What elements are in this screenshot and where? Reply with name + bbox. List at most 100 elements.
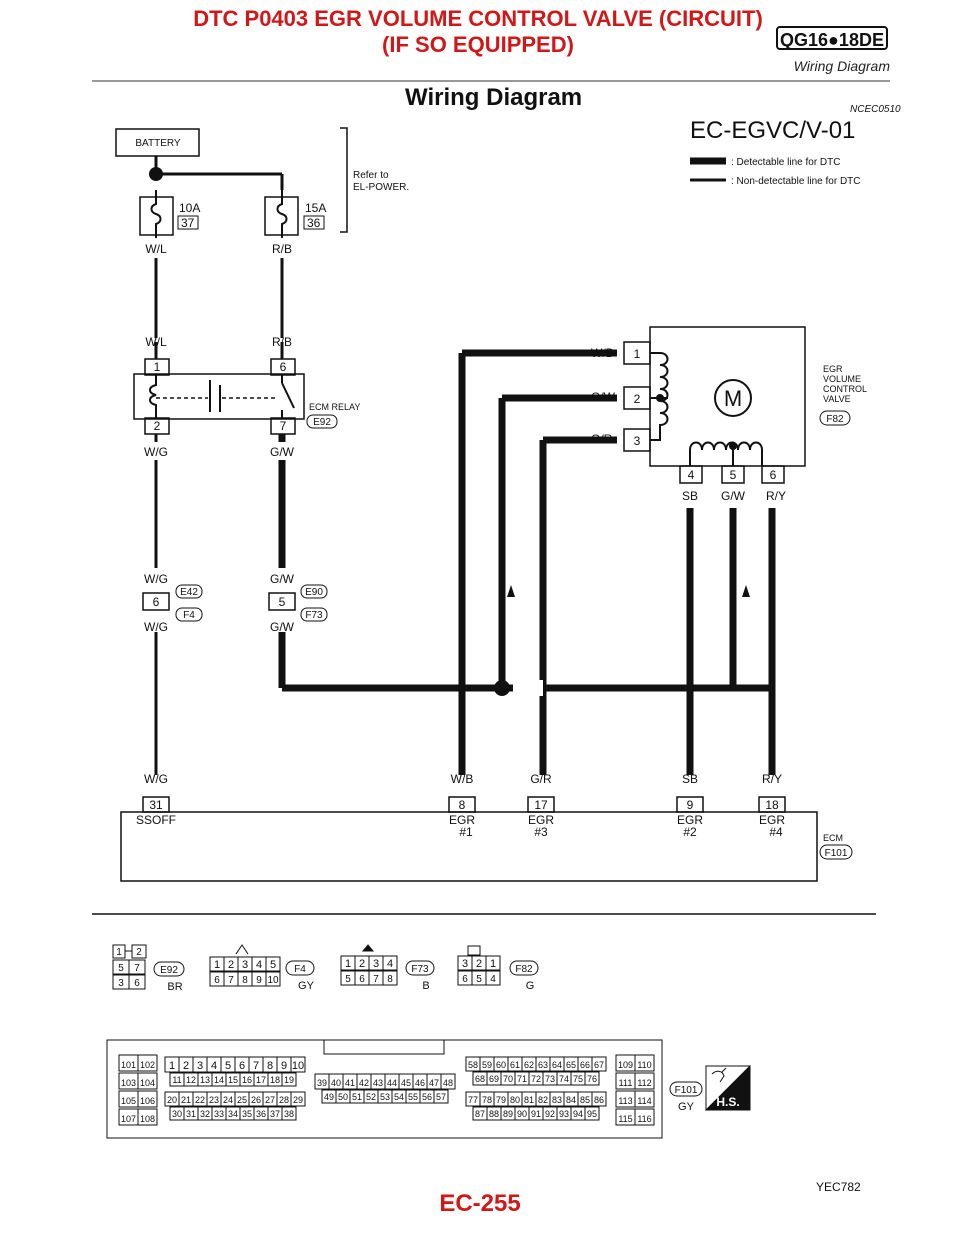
connector-pin-label: 15 bbox=[228, 1075, 238, 1085]
connector-cell bbox=[137, 1090, 158, 1108]
connector-cell bbox=[485, 955, 501, 971]
relay-coil bbox=[149, 375, 157, 418]
connector-pin-label: 110 bbox=[637, 1060, 651, 1070]
connector-pin-label: 5 bbox=[118, 963, 124, 974]
connector-pin-label: 7 bbox=[228, 975, 234, 986]
connector-pin-label: 116 bbox=[637, 1114, 651, 1124]
connector-pin-label: 2 bbox=[476, 958, 482, 970]
connector-tag-label: F4 bbox=[294, 964, 306, 975]
connector-pin-label: 1 bbox=[116, 947, 122, 958]
connector-pin-label: 105 bbox=[121, 1096, 136, 1106]
connector-pin-label: 14 bbox=[214, 1075, 224, 1085]
connector-pin-label: 77 bbox=[468, 1095, 478, 1105]
connector-pin-label: 30 bbox=[172, 1109, 182, 1119]
connector-pin-label: 22 bbox=[195, 1095, 205, 1105]
jc-e90-f73-box bbox=[268, 592, 296, 611]
egr-conn: F82 bbox=[826, 414, 844, 425]
wire-label-g-w-2: G/W bbox=[270, 572, 295, 586]
connector-cell bbox=[634, 1090, 655, 1108]
egr-pin5-wire: G/W bbox=[721, 489, 746, 503]
connector-pin-label: 32 bbox=[200, 1109, 210, 1119]
connector-pin-label: 114 bbox=[637, 1096, 651, 1106]
connector-cell bbox=[440, 1073, 456, 1090]
connector-pin-label: 111 bbox=[619, 1078, 633, 1088]
connector-pin-label: 108 bbox=[140, 1114, 155, 1124]
connector-pin-label: 10 bbox=[292, 1060, 304, 1072]
connector-pin-label: 41 bbox=[345, 1078, 355, 1088]
egr-pin2-wire: G/W bbox=[591, 390, 616, 404]
connector-color-label: BR bbox=[167, 981, 182, 993]
jc2-conn2: F73 bbox=[305, 610, 323, 621]
connector-pin-label: 6 bbox=[462, 974, 468, 985]
connector-pin-label: 79 bbox=[496, 1095, 506, 1105]
connector-pin-label: 5 bbox=[476, 974, 482, 985]
connector-pin-label: 69 bbox=[489, 1074, 499, 1084]
egr-label-1: EGR bbox=[823, 364, 843, 374]
egr-coil-horizontal bbox=[689, 441, 763, 466]
relay-conn: E92 bbox=[313, 417, 331, 428]
connector-pin-label: 52 bbox=[366, 1092, 376, 1102]
connector-pin-label: 8 bbox=[242, 975, 248, 986]
connector-cell bbox=[382, 955, 398, 971]
egr-pin4: 4 bbox=[688, 468, 695, 482]
connector-pin-label: 76 bbox=[587, 1074, 597, 1084]
connector-pin-label: 27 bbox=[265, 1095, 275, 1105]
connector-pin-label: 8 bbox=[387, 974, 393, 985]
egr-label-3: CONTROL bbox=[823, 384, 867, 394]
ecm-pin31-func: SSOFF bbox=[136, 813, 176, 827]
connector-pin-label: 65 bbox=[566, 1060, 576, 1070]
connector-pin-label: 68 bbox=[475, 1074, 485, 1084]
connector-cell bbox=[634, 1054, 655, 1072]
connector-pin-label: 10 bbox=[267, 975, 279, 986]
connector-cell bbox=[290, 1091, 306, 1107]
wire-label-g-w-1: G/W bbox=[270, 445, 295, 459]
connector-pin-label: 9 bbox=[281, 1060, 287, 1072]
connector-pin-label: 40 bbox=[331, 1078, 341, 1088]
connector-pin-label: 1 bbox=[490, 958, 496, 970]
wire-label-w-g-3: W/G bbox=[144, 620, 168, 634]
relay-pin-7: 7 bbox=[280, 419, 287, 433]
connector-pin-label: 80 bbox=[510, 1095, 520, 1105]
connector-pin-label: 94 bbox=[573, 1109, 583, 1119]
connector-cell bbox=[290, 1056, 306, 1073]
page-header-title: DTC P0403 EGR VOLUME CONTROL VALVE (CIRC… bbox=[168, 6, 788, 58]
connector-pin-label: 61 bbox=[510, 1060, 520, 1070]
jc1-conn1: E42 bbox=[180, 587, 198, 598]
connector-pin-label: 5 bbox=[345, 974, 351, 985]
engine-badge: QG16●18DE bbox=[776, 26, 888, 50]
connector-pin-label: 39 bbox=[317, 1078, 327, 1088]
connector-cell bbox=[131, 944, 147, 959]
connector-pin-label: 87 bbox=[475, 1109, 485, 1119]
relay-pin-2: 2 bbox=[154, 419, 161, 433]
egr-label-2: VOLUME bbox=[823, 374, 861, 384]
ecm-pin18-sub: #4 bbox=[769, 825, 783, 839]
egr-label-4: VALVE bbox=[823, 394, 851, 404]
connector-pin-label: 18 bbox=[270, 1075, 280, 1085]
connector-pin-label: 7 bbox=[373, 974, 379, 985]
connector-cell bbox=[584, 1071, 600, 1086]
connector-pin-label: 19 bbox=[284, 1075, 294, 1085]
connector-pin-label: 20 bbox=[167, 1095, 177, 1105]
ecm-pin9-func: EGR bbox=[677, 813, 703, 827]
connector-pin-label: 66 bbox=[580, 1060, 590, 1070]
section-code: NCEC0510 bbox=[850, 104, 901, 115]
egr-pin1: 1 bbox=[634, 347, 641, 361]
connector-cell bbox=[137, 1072, 158, 1090]
header-title-line2: (IF SO EQUIPPED) bbox=[382, 32, 574, 57]
egr-motor-label: M bbox=[724, 386, 742, 411]
connector-pin-label: 78 bbox=[482, 1095, 492, 1105]
connector-pin-label: 71 bbox=[517, 1074, 527, 1084]
wire-label-r-b-2: R/B bbox=[272, 335, 292, 349]
hs-badge-fill bbox=[704, 1064, 751, 1111]
connector-pin-label: 70 bbox=[503, 1074, 513, 1084]
refer-line1: Refer to bbox=[353, 170, 389, 181]
connector-pin-label: 8 bbox=[267, 1060, 273, 1072]
connector-pin-label: 64 bbox=[552, 1060, 562, 1070]
connector-pin-label: 7 bbox=[134, 963, 140, 974]
connector-pin-label: 82 bbox=[538, 1095, 548, 1105]
relay-contact bbox=[281, 375, 295, 418]
ecm-pin17-sub: #3 bbox=[534, 825, 548, 839]
connector-pin-label: 95 bbox=[587, 1109, 597, 1119]
connector-pin-label: 36 bbox=[256, 1109, 266, 1119]
wire-label-r-b-1: R/B bbox=[272, 242, 292, 256]
